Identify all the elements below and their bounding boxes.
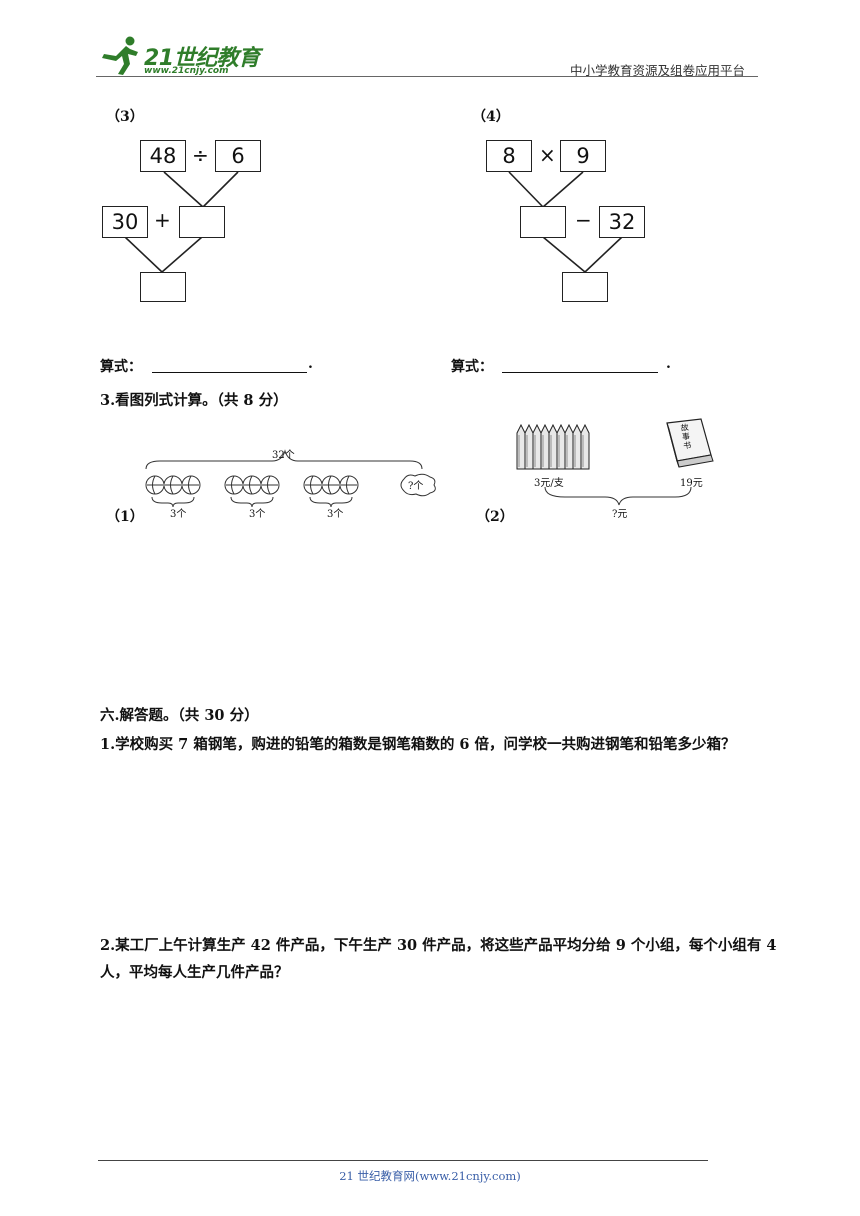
- formula-end-left: .: [308, 356, 313, 372]
- formula-label-left: 算式：: [100, 359, 142, 375]
- formula-end-right: .: [666, 356, 671, 372]
- diagram-3-label: （3）: [106, 109, 144, 125]
- p1-unknown-label: ?个: [408, 481, 424, 492]
- d4-multiply-sign: ×: [539, 143, 556, 167]
- d4-top-left-box: 8: [486, 140, 532, 172]
- book-icon: [666, 418, 714, 468]
- d4-mid-left-box[interactable]: [520, 206, 566, 238]
- basketball-diagram: [145, 449, 436, 508]
- d3-plus-sign: +: [154, 208, 171, 232]
- p2-price-label: 3元/支: [534, 478, 564, 489]
- pencil-book-diagram: [516, 418, 714, 506]
- problem-1-label: （1）: [106, 509, 144, 525]
- header-divider: [96, 76, 758, 77]
- diagram-4-lines: [508, 171, 623, 273]
- diagram-4-label: （4）: [472, 109, 510, 125]
- d3-mid-left-box: 30: [102, 206, 148, 238]
- p2-book-price: 19元: [680, 478, 703, 489]
- formula-answer-right[interactable]: [502, 372, 658, 373]
- p1-group-label-2: 3个: [249, 509, 266, 520]
- section-6-title: 六.解答题。（共 30 分）: [100, 707, 259, 724]
- formula-answer-left[interactable]: [152, 372, 307, 373]
- d3-top-left-box: 48: [140, 140, 186, 172]
- logo-text: 21世纪教育: [144, 46, 260, 71]
- d3-divide-sign: ÷: [192, 143, 209, 167]
- d4-top-right-box: 9: [560, 140, 606, 172]
- formula-label-right: 算式：: [451, 359, 493, 375]
- d3-result-box[interactable]: [140, 272, 186, 302]
- section-3-title: 3.看图列式计算。（共 8 分）: [100, 392, 288, 409]
- diagram-3-lines: [124, 171, 239, 273]
- d4-result-box[interactable]: [562, 272, 608, 302]
- d3-mid-right-box[interactable]: [179, 206, 225, 238]
- p1-group-label-1: 3个: [170, 509, 187, 520]
- platform-name: 中小学教育资源及组卷应用平台: [570, 63, 746, 78]
- footer-divider: [98, 1160, 708, 1161]
- logo: [96, 34, 146, 76]
- logo-url: www.21cnjy.com: [144, 66, 229, 76]
- p1-total-label: 32个: [272, 450, 295, 461]
- p1-group-label-3: 3个: [327, 509, 344, 520]
- runner-icon: [102, 36, 138, 75]
- question-2: 2.某工厂上午计算生产 42 件产品，下午生产 30 件产品，将这些产品平均分给…: [100, 937, 777, 981]
- question-1: 1.学校购买 7 箱钢笔，购进的铅笔的箱数是钢笔箱数的 6 倍，问学校一共购进钢…: [100, 736, 736, 753]
- problem-2-label: （2）: [476, 509, 514, 525]
- p2-total-label: ?元: [612, 509, 628, 520]
- footer-text: 21 世纪教育网(www.21cnjy.com): [339, 1169, 521, 1183]
- d4-minus-sign: −: [575, 208, 592, 232]
- d3-top-right-box: 6: [215, 140, 261, 172]
- d4-mid-right-box: 32: [599, 206, 645, 238]
